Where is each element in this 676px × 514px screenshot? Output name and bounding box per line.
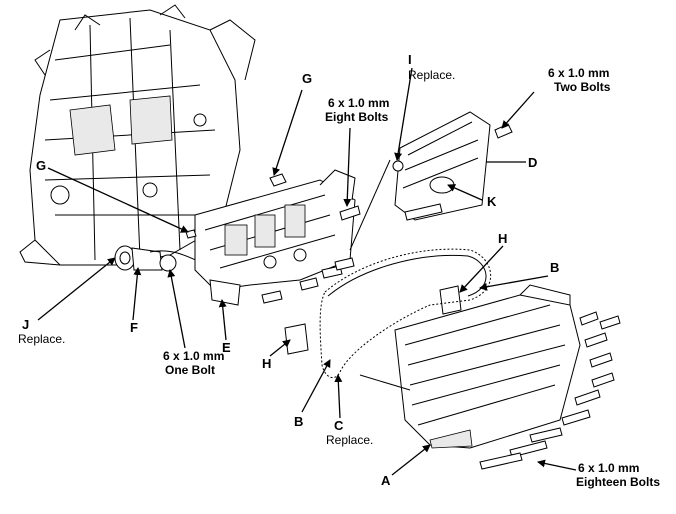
- eight-bolts-count: Eight Bolts: [325, 110, 389, 124]
- leader-j: [37, 257, 116, 321]
- leader-i: [394, 67, 413, 161]
- leader-b-right: [479, 275, 549, 291]
- valve-body-bolts: [261, 205, 361, 304]
- one-bolt-size: 6 x 1.0 mm: [163, 349, 224, 363]
- leader-b-bottom: [301, 359, 331, 413]
- callout-k: K: [487, 194, 497, 209]
- callout-j-note: Replace.: [18, 332, 65, 346]
- callout-d: D: [528, 155, 537, 170]
- callout-b-right: B: [550, 260, 559, 275]
- eighteen-bolts-size: 6 x 1.0 mm: [578, 461, 639, 475]
- callout-c-note: Replace.: [326, 433, 373, 447]
- side-cover-bolts: [479, 311, 621, 470]
- leader-eighteen-bolts: [537, 459, 577, 471]
- side-cover-gasket: [319, 248, 492, 379]
- explode-line-2: [359, 374, 411, 391]
- leader-k: [447, 184, 483, 201]
- callout-f: F: [130, 320, 138, 335]
- leader-f: [132, 267, 142, 321]
- leader-eight-bolts: [343, 127, 352, 207]
- leader-lines: [37, 67, 577, 476]
- callout-i: I: [408, 52, 412, 67]
- callout-a: A: [381, 473, 391, 488]
- callout-g-left: G: [36, 158, 46, 173]
- callout-h-right: H: [498, 231, 507, 246]
- labels: G G 6 x 1.0 mm Eight Bolts I Replace. 6 …: [18, 52, 660, 489]
- leader-g-left: [47, 167, 189, 233]
- eighteen-bolts-count: Eighteen Bolts: [576, 475, 660, 489]
- leader-g-top: [272, 89, 303, 176]
- leader-h-right: [459, 245, 504, 293]
- one-bolt-count: One Bolt: [165, 363, 215, 377]
- callout-j: J: [22, 317, 29, 332]
- callout-b-bottom: B: [294, 414, 303, 429]
- eight-bolts-size: 6 x 1.0 mm: [328, 96, 389, 110]
- side-cover: [394, 284, 581, 449]
- transmission-housing: [19, 4, 256, 266]
- callout-i-note: Replace.: [408, 68, 455, 82]
- callout-e: E: [222, 340, 231, 355]
- callout-h-left: H: [262, 356, 271, 371]
- leader-h-left: [269, 339, 291, 357]
- leader-e: [218, 299, 227, 341]
- leader-c: [334, 374, 343, 419]
- leader-a: [391, 444, 431, 476]
- leader-two-bolts: [501, 91, 535, 129]
- explode-line-1: [349, 159, 391, 251]
- two-bolts-size: 6 x 1.0 mm: [548, 66, 609, 80]
- two-bolts-count: Two Bolts: [554, 80, 611, 94]
- leader-one-bolt: [167, 269, 186, 349]
- callout-c: C: [334, 418, 344, 433]
- filter-and-pipe: [114, 245, 201, 272]
- valve-body: [194, 169, 356, 306]
- callout-g-top: G: [302, 71, 312, 86]
